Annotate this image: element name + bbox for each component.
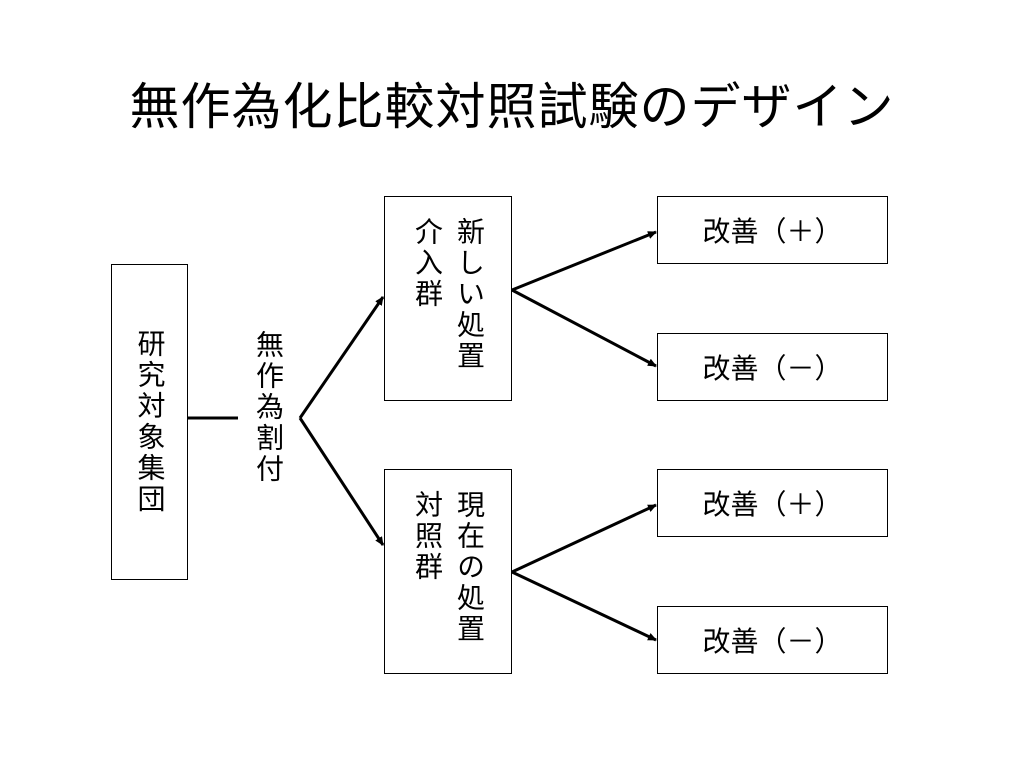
intervention-group-label: 新しい処置 介入群 bbox=[411, 217, 486, 372]
study-population-box: 研究対象集団 bbox=[111, 264, 188, 580]
arrow-control-to-improve-plus bbox=[511, 503, 657, 574]
intervention-group-box: 新しい処置 介入群 bbox=[384, 196, 512, 401]
arrow-intervention-to-improve-minus bbox=[511, 288, 657, 368]
arrow-intervention-to-improve-plus bbox=[511, 230, 657, 292]
outcome-box-intervention-improved: 改善（＋） bbox=[657, 196, 888, 264]
randomization-label-wrap: 無作為割付 bbox=[246, 330, 290, 510]
randomization-label: 無作為割付 bbox=[252, 330, 285, 485]
outcome-box-control-improved: 改善（＋） bbox=[657, 469, 888, 537]
outcome-box-control-not-improved: 改善（－） bbox=[657, 606, 888, 674]
arrow-to-control-group bbox=[298, 417, 385, 546]
arrow-control-to-improve-minus bbox=[511, 570, 657, 642]
control-group-box: 現在の処置 対照群 bbox=[384, 469, 512, 674]
outcome-label: 改善（－） bbox=[702, 352, 843, 385]
outcome-box-intervention-not-improved: 改善（－） bbox=[657, 333, 888, 401]
control-group-label: 現在の処置 対照群 bbox=[411, 490, 486, 645]
outcome-label: 改善（＋） bbox=[702, 488, 843, 521]
outcome-label: 改善（－） bbox=[702, 625, 843, 658]
slide-title: 無作為化比較対照試験のデザイン bbox=[129, 78, 895, 136]
outcome-label: 改善（＋） bbox=[702, 215, 843, 248]
arrow-to-intervention-group bbox=[298, 296, 385, 419]
study-population-label: 研究対象集団 bbox=[133, 329, 167, 515]
